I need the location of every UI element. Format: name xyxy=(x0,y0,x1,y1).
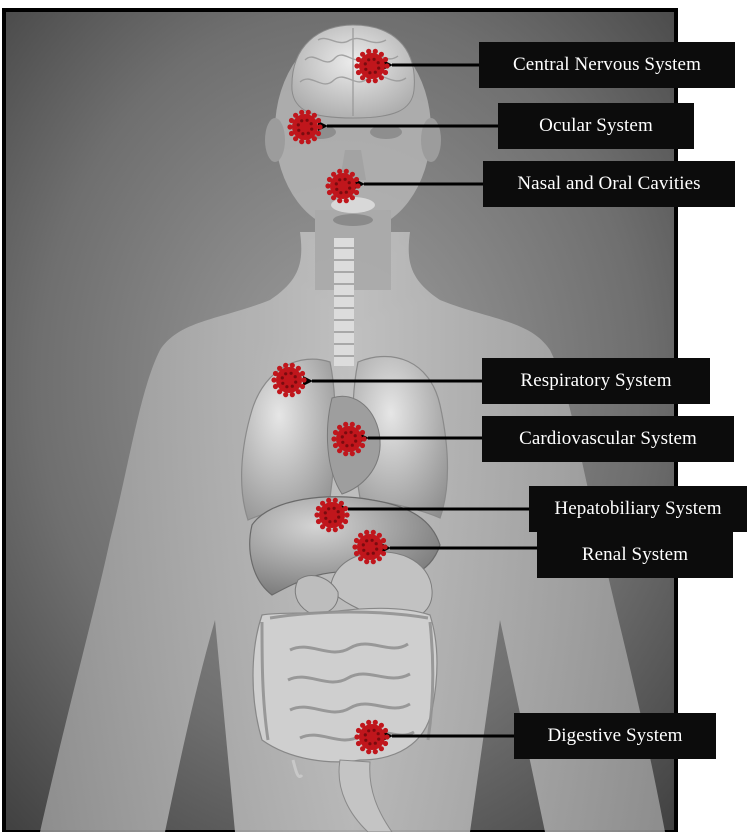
label-respiratory-system: Respiratory System xyxy=(482,358,710,404)
label-cardiovascular-system: Cardiovascular System xyxy=(482,416,734,462)
label-ocular-system: Ocular System xyxy=(498,103,694,149)
label-text: Central Nervous System xyxy=(513,54,701,76)
label-text: Nasal and Oral Cavities xyxy=(517,173,700,195)
label-digestive-system: Digestive System xyxy=(514,713,716,759)
label-text: Cardiovascular System xyxy=(519,428,697,450)
trachea xyxy=(334,238,354,366)
label-text: Renal System xyxy=(582,544,688,566)
label-renal-system: Renal System xyxy=(537,532,733,578)
label-text: Ocular System xyxy=(539,115,653,137)
label-text: Digestive System xyxy=(547,725,682,747)
label-text: Hepatobiliary System xyxy=(554,498,721,520)
label-hepatobiliary-system: Hepatobiliary System xyxy=(529,486,747,532)
label-text: Respiratory System xyxy=(520,370,671,392)
label-nasal-oral-cavities: Nasal and Oral Cavities xyxy=(483,161,735,207)
label-central-nervous-system: Central Nervous System xyxy=(479,42,735,88)
